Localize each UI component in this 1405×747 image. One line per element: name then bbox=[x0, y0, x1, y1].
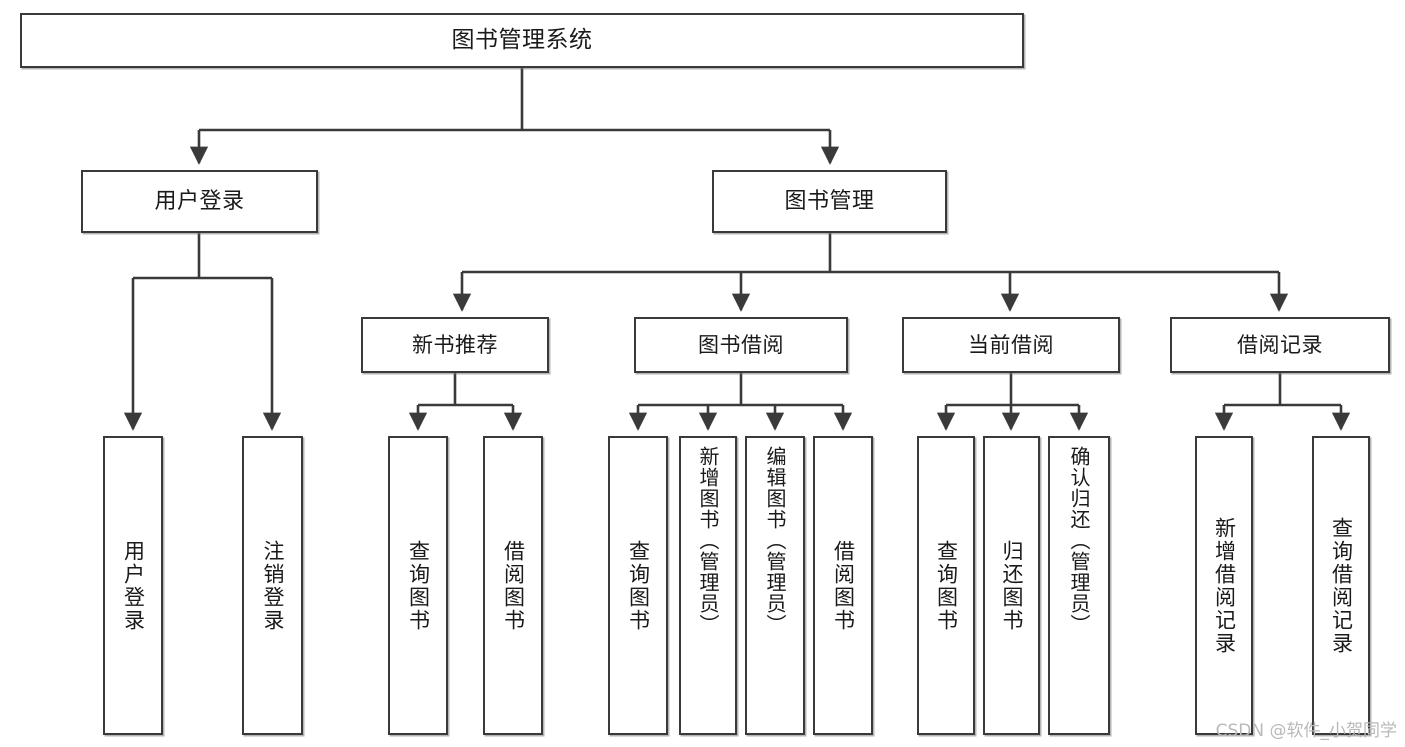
node-book-borrow-label: 图书借阅 bbox=[698, 332, 784, 357]
leaf-query-borrow-record-label: 查询借阅记录 bbox=[1329, 516, 1354, 655]
node-borrow-records-label: 借阅记录 bbox=[1237, 332, 1323, 357]
node-user-login[interactable]: 用户登录 bbox=[81, 170, 318, 233]
leaf-edit-book-admin[interactable]: 编辑图书（管理员） bbox=[745, 436, 805, 735]
node-book-management-label: 图书管理 bbox=[784, 188, 875, 214]
node-book-borrow[interactable]: 图书借阅 bbox=[634, 317, 848, 373]
leaf-query-book-recommend[interactable]: 查询图书 bbox=[388, 436, 448, 735]
leaf-query-book-current-label: 查询图书 bbox=[934, 539, 959, 632]
leaf-query-book-borrow-label: 查询图书 bbox=[626, 539, 651, 632]
leaf-confirm-return-admin-label: 确认归还（管理员） bbox=[1067, 446, 1091, 635]
leaf-borrow-book[interactable]: 借阅图书 bbox=[813, 436, 873, 735]
leaf-add-borrow-record[interactable]: 新增借阅记录 bbox=[1195, 436, 1253, 735]
leaf-user-logout[interactable]: 注销登录 bbox=[242, 436, 303, 735]
watermark: CSDN @软件_小贺同学 bbox=[1215, 721, 1397, 741]
node-new-book-recommend[interactable]: 新书推荐 bbox=[361, 317, 549, 373]
node-current-borrow[interactable]: 当前借阅 bbox=[902, 317, 1120, 373]
leaf-query-book-recommend-label: 查询图书 bbox=[406, 539, 431, 632]
leaf-add-book-admin[interactable]: 新增图书（管理员） bbox=[679, 436, 737, 735]
leaf-user-login-label: 用户登录 bbox=[121, 539, 146, 632]
leaf-user-logout-label: 注销登录 bbox=[261, 539, 285, 632]
node-current-borrow-label: 当前借阅 bbox=[968, 332, 1054, 357]
leaf-user-login[interactable]: 用户登录 bbox=[103, 436, 163, 735]
leaf-add-book-admin-label: 新增图书（管理员） bbox=[696, 446, 720, 635]
node-root[interactable]: 图书管理系统 bbox=[20, 13, 1024, 68]
leaf-borrow-book-recommend-label: 借阅图书 bbox=[501, 539, 526, 632]
leaf-borrow-book-label: 借阅图书 bbox=[831, 539, 856, 632]
leaf-query-book-current[interactable]: 查询图书 bbox=[917, 436, 975, 735]
leaf-return-book-label: 归还图书 bbox=[1000, 539, 1024, 632]
leaf-edit-book-admin-label: 编辑图书（管理员） bbox=[763, 446, 787, 635]
leaf-query-borrow-record[interactable]: 查询借阅记录 bbox=[1312, 436, 1370, 735]
node-borrow-records[interactable]: 借阅记录 bbox=[1170, 317, 1390, 373]
node-new-book-recommend-label: 新书推荐 bbox=[412, 332, 498, 357]
node-book-management[interactable]: 图书管理 bbox=[712, 170, 947, 233]
leaf-return-book[interactable]: 归还图书 bbox=[983, 436, 1040, 735]
leaf-confirm-return-admin[interactable]: 确认归还（管理员） bbox=[1048, 436, 1110, 735]
leaf-add-borrow-record-label: 新增借阅记录 bbox=[1212, 516, 1237, 655]
node-user-login-label: 用户登录 bbox=[154, 188, 245, 214]
leaf-query-book-borrow[interactable]: 查询图书 bbox=[608, 436, 668, 735]
leaf-borrow-book-recommend[interactable]: 借阅图书 bbox=[483, 436, 543, 735]
node-root-label: 图书管理系统 bbox=[451, 27, 593, 54]
